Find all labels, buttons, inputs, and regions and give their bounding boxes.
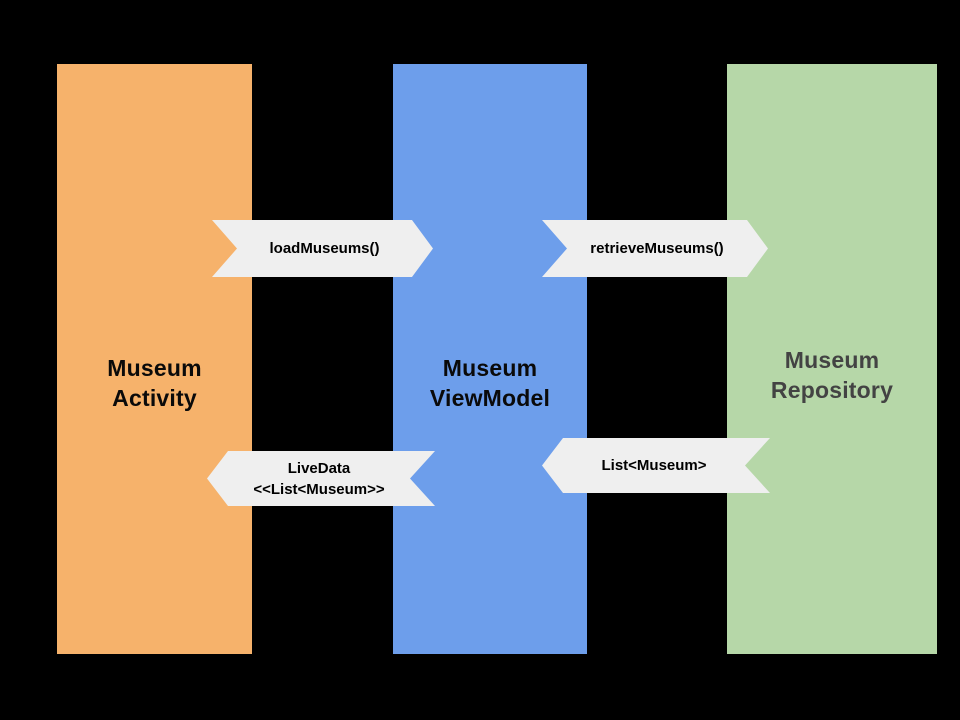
arrow-label: retrieveMuseums() <box>590 240 724 257</box>
arrow-load-museums: loadMuseums() <box>212 220 433 277</box>
column-label-line: Repository <box>770 377 894 403</box>
column-museum-activity: Museum Activity <box>57 64 252 654</box>
column-label-museum-repository: Museum Repository <box>727 345 937 405</box>
arrow-label-line: LiveData <box>287 459 351 477</box>
column-label-line: Activity <box>112 385 197 411</box>
column-label-museum-viewmodel: Museum ViewModel <box>393 353 587 413</box>
arrow-label: loadMuseums() <box>269 240 380 257</box>
column-museum-viewmodel: Museum ViewModel <box>393 64 587 654</box>
arrow-retrieve-museums: retrieveMuseums() <box>542 220 768 277</box>
column-label-line: ViewModel <box>429 385 551 411</box>
column-label-line: Museum <box>442 355 538 381</box>
column-label-line: Museum <box>107 355 202 381</box>
arrow-livedata-list-museum: LiveData <<List<Museum>> <box>207 451 435 506</box>
arrow-label: List<Museum> <box>601 457 707 474</box>
column-museum-repository: Museum Repository <box>727 64 937 654</box>
column-label-museum-activity: Museum Activity <box>57 353 252 413</box>
arrow-list-museum: List<Museum> <box>542 438 770 493</box>
column-label-line: Museum <box>784 347 880 373</box>
arrow-label-line: <<List<Museum>> <box>253 480 385 498</box>
